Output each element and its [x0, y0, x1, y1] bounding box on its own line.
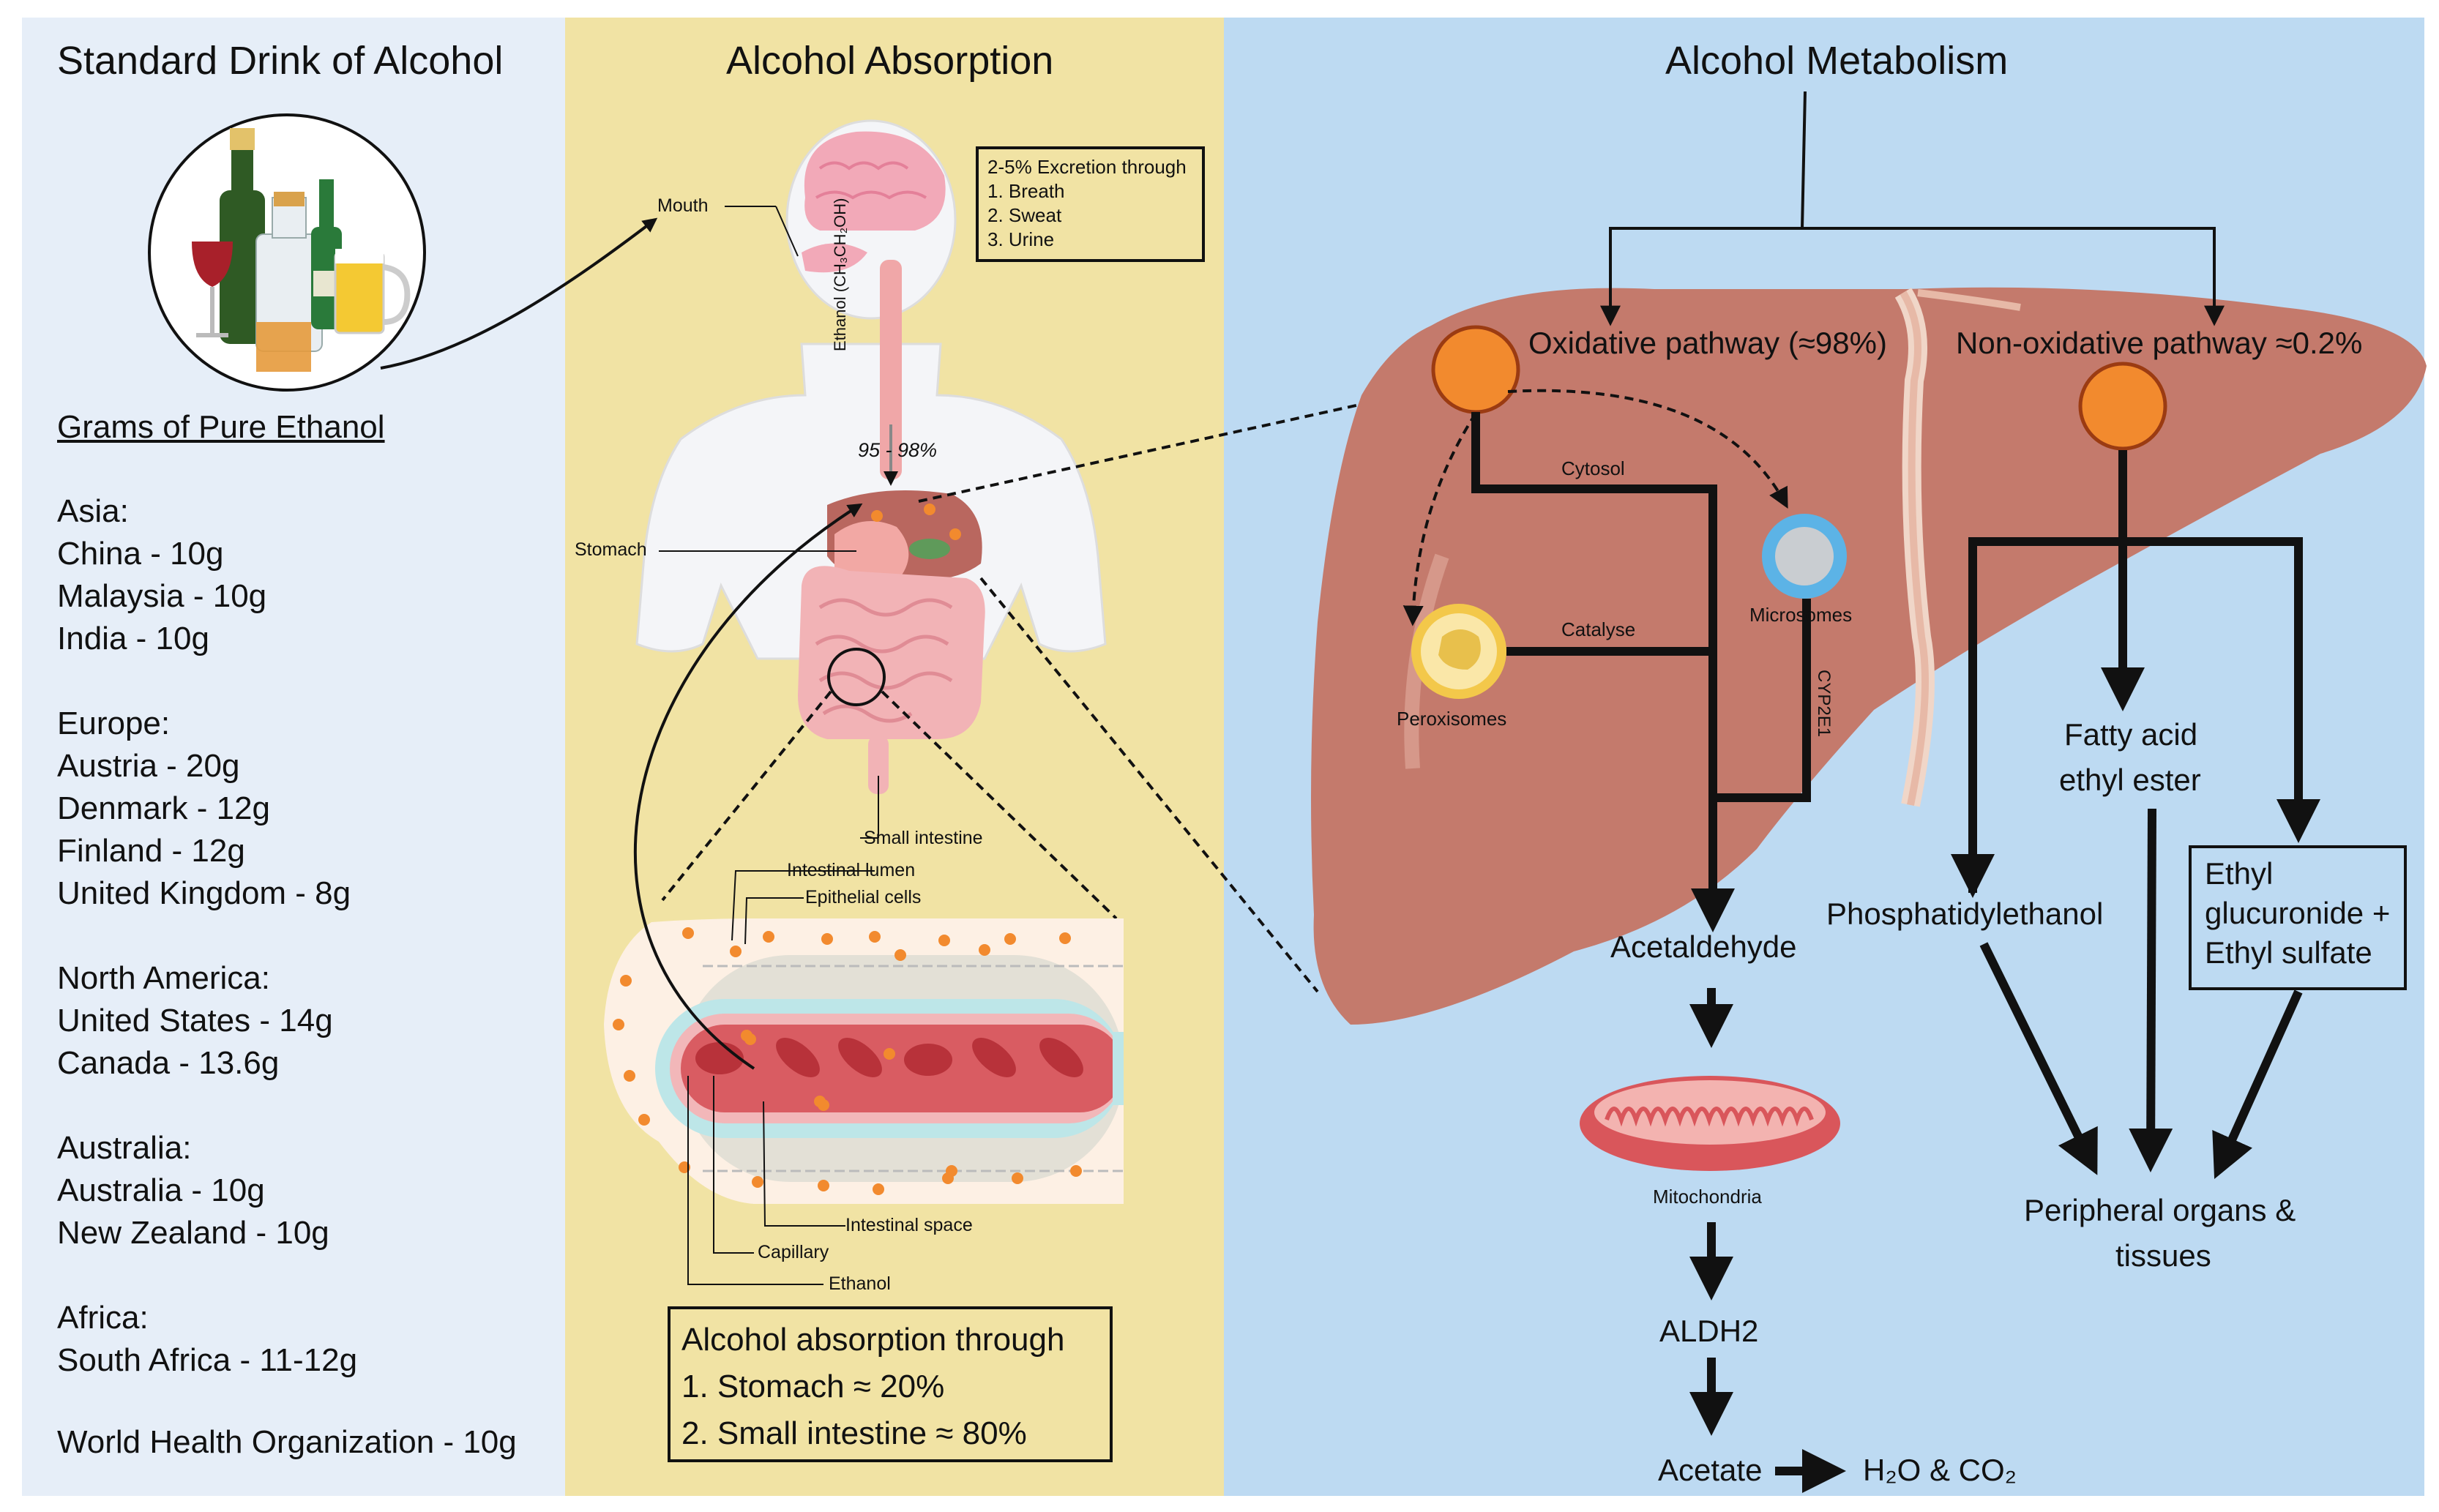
glucuronide-line: glucuronide + [2205, 896, 2391, 930]
list-item: Austria - 20g [57, 748, 240, 784]
acetate-label: Acetate [1658, 1453, 1763, 1487]
list-item: United Kingdom - 8g [57, 875, 351, 911]
list-item: 3. Urine [987, 228, 1055, 250]
list-item: Denmark - 12g [57, 790, 271, 826]
aldh2-label: ALDH2 [1659, 1314, 1759, 1348]
non-oxidative-flow [1951, 450, 2320, 1179]
percent-label: 95 - 98% [858, 439, 938, 461]
sulfate-line: Ethyl sulfate [2205, 935, 2372, 970]
catalyse-label: Catalyse [1561, 618, 1636, 640]
mitochondria-icon [1580, 1076, 1840, 1171]
list-item: China - 10g [57, 536, 224, 572]
list-item: Malaysia - 10g [57, 578, 267, 614]
microsomes-label: Microsomes [1749, 604, 1853, 626]
region-europe: Europe: [57, 706, 171, 741]
cytosol-label: Cytosol [1561, 457, 1625, 479]
list-item: India - 10g [57, 621, 209, 656]
list-item: United States - 14g [57, 1003, 333, 1038]
list-item: New Zealand - 10g [57, 1215, 329, 1251]
standard-drink-title: Standard Drink of Alcohol [57, 39, 504, 83]
metabolism-title: Alcohol Metabolism [1665, 39, 2009, 83]
region-north-america: North America: [57, 960, 270, 996]
body-illustration [635, 119, 1454, 993]
ethanol-formula-label: Ethanol (CH₃CH₂OH) [831, 198, 849, 351]
oxidative-pathway-label: Oxidative pathway (≈98%) [1528, 326, 1887, 360]
region-australia: Australia: [57, 1130, 192, 1166]
list-item: 2. Sweat [987, 204, 1062, 226]
drinks-illustration [148, 113, 658, 392]
acetaldehyde-label: Acetaldehyde [1610, 929, 1797, 964]
ethyl-line: Ethyl [2205, 856, 2274, 891]
stomach-label: Stomach [575, 539, 647, 560]
cyp2e1-label: CYP2E1 [1814, 670, 1834, 738]
excretion-heading: 2-5% Excretion through [987, 156, 1187, 178]
excretion-box: 2-5% Excretion through 1. Breath 2. Swea… [976, 146, 1205, 262]
list-item: Australia - 10g [57, 1172, 265, 1208]
mitochondria-label: Mitochondria [1653, 1186, 1762, 1208]
region-africa: Africa: [57, 1300, 149, 1336]
peroxisome-icon [1411, 604, 1506, 699]
capillary-label: Capillary [758, 1242, 829, 1262]
absorption-box: Alcohol absorption through 1. Stomach ≈ … [668, 1306, 1113, 1462]
non-oxidative-node [2078, 362, 2167, 451]
ethyl-glucuronide-box: Ethyl glucuronide + Ethyl sulfate [2189, 845, 2407, 990]
phosphatidylethanol-label: Phosphatidylethanol [1826, 897, 2104, 931]
intestinal-space-label: Intestinal space [845, 1215, 973, 1235]
fatty-acid-label: Fatty acid [2064, 717, 2198, 752]
epithelial-cells-label: Epithelial cells [805, 887, 922, 907]
who-standard: World Health Organization - 10g [57, 1424, 517, 1460]
list-item: 2. Small intestine ≈ 80% [681, 1415, 1027, 1451]
pathway-connectors [1600, 91, 2225, 326]
intestine-cross-section [604, 503, 1124, 1285]
ethanol-label: Ethanol [829, 1273, 891, 1294]
region-asia: Asia: [57, 493, 129, 529]
list-item: Canada - 13.6g [57, 1045, 280, 1081]
list-item: Finland - 12g [57, 833, 245, 869]
oxidative-flow [1402, 389, 1846, 1493]
oxidative-node [1431, 325, 1520, 414]
ethyl-ester-label: ethyl ester [2059, 763, 2201, 797]
peroxisomes-label: Peroxisomes [1397, 708, 1507, 730]
grams-subtitle: Grams of Pure Ethanol [57, 409, 385, 445]
list-item: 1. Breath [987, 180, 1065, 202]
mouth-label: Mouth [657, 195, 709, 216]
small-intestine-label: Small intestine [864, 828, 983, 848]
absorption-title: Alcohol Absorption [726, 39, 1054, 83]
intestinal-lumen-label: Intestinal lumen [787, 860, 916, 880]
non-oxidative-pathway-label: Non-oxidative pathway ≈0.2% [1956, 326, 2363, 360]
peripheral-organs-label: Peripheral organs & [2024, 1193, 2296, 1227]
list-item: South Africa - 11-12g [57, 1342, 358, 1378]
microsome-icon [1762, 514, 1847, 599]
tissues-label: tissues [2115, 1238, 2211, 1273]
products-label: H₂O & CO₂ [1863, 1453, 2017, 1487]
absorption-heading: Alcohol absorption through [681, 1322, 1065, 1358]
list-item: 1. Stomach ≈ 20% [681, 1369, 945, 1404]
